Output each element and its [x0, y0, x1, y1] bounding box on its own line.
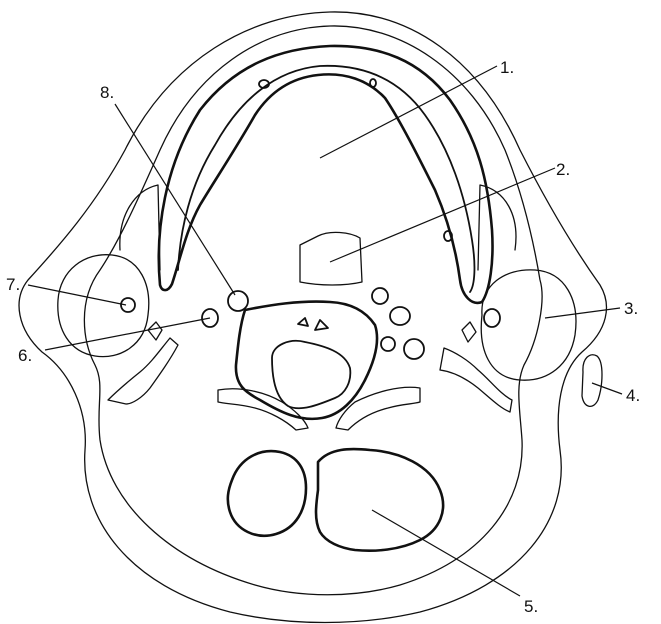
mandible-foramen-right — [370, 79, 376, 87]
left-process-2 — [148, 322, 162, 340]
structure-3-right-oval — [481, 270, 576, 380]
label-7: 7. — [6, 275, 20, 294]
subcutaneous-contour — [84, 26, 542, 595]
label-6: 6. — [18, 346, 32, 365]
leader-line-6 — [45, 318, 210, 350]
leader-line-8 — [115, 104, 235, 295]
label-1: 1. — [500, 58, 514, 77]
leader-line-2 — [330, 168, 555, 262]
structure-2-shape — [300, 232, 362, 285]
right-vessel-2 — [372, 288, 388, 304]
posterior-arch-left — [218, 389, 308, 430]
right-vessel-1 — [484, 309, 500, 327]
spinal-canal — [272, 341, 350, 408]
leader-line-3 — [545, 308, 620, 318]
label-2: 2. — [556, 160, 570, 179]
structure-4-small-oval — [582, 355, 602, 407]
label-5: 5. — [524, 597, 538, 616]
right-process-1 — [440, 348, 512, 412]
structure-8-vessel — [228, 291, 248, 311]
label-4: 4. — [626, 386, 640, 405]
vertebra-notch-1 — [298, 318, 308, 326]
label-3: 3. — [624, 299, 638, 318]
left-lower-lobe — [228, 451, 306, 536]
label-8: 8. — [100, 83, 114, 102]
right-vessel-4 — [404, 339, 424, 359]
vertebra-notch-2 — [315, 320, 328, 330]
leader-line-5 — [372, 510, 520, 596]
right-vessel-3 — [390, 307, 410, 325]
outer-skin-contour — [19, 12, 606, 623]
leader-line-4 — [592, 383, 622, 394]
left-muscle-outline — [120, 185, 160, 270]
posterior-arch-right — [336, 387, 420, 430]
left-process-1 — [108, 338, 178, 404]
leader-line-1 — [320, 66, 497, 158]
structure-5-lobe — [316, 449, 443, 551]
right-vessel-5 — [381, 337, 395, 351]
right-process-2 — [462, 322, 476, 342]
leader-line-7 — [28, 285, 126, 305]
mandible-outer — [159, 46, 493, 303]
